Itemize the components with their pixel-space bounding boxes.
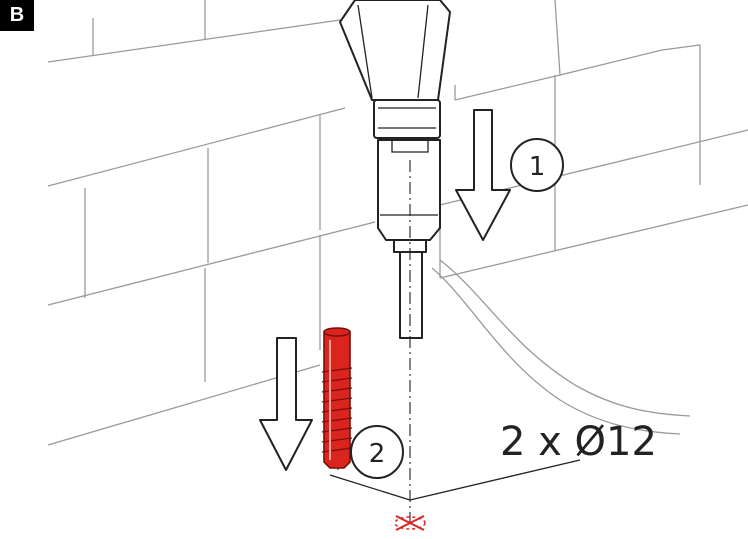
mortar-line: [454, 74, 561, 101]
hole-diameter-label: 2 x Ø12: [500, 419, 657, 465]
cable-edge: [431, 267, 681, 435]
step-number: 2: [369, 439, 386, 469]
callout-circle: [510, 138, 564, 192]
down-arrow-icon: [455, 109, 511, 241]
callout-circle: [350, 425, 404, 479]
spacing-line: [329, 474, 411, 501]
step-callout-1: 1: [510, 138, 564, 192]
drill-housing-edge: [357, 4, 429, 99]
wall-top-edge: [554, 0, 663, 76]
drill-icon: [339, 0, 451, 339]
hole-outline: [394, 516, 426, 530]
electrical-cable: [431, 259, 691, 435]
mortar-line: [47, 19, 341, 63]
hole-cross: [395, 515, 425, 531]
cable-edge: [439, 259, 691, 417]
drill-bit: [399, 251, 423, 339]
drill-housing: [339, 0, 451, 101]
step-number: 1: [529, 152, 546, 182]
mortar-line: [47, 364, 321, 446]
wall-corner: [661, 44, 701, 185]
mortar-line: [47, 221, 376, 306]
panel-label-badge: B: [0, 0, 34, 31]
dimension-leader: [409, 459, 581, 501]
plug-ribs: [321, 367, 353, 453]
drill-collar: [373, 99, 441, 139]
drill-chuck: [377, 139, 441, 241]
down-arrow-icon: [259, 337, 313, 471]
step-callout-2: 2: [350, 425, 404, 479]
mortar-line: [439, 204, 748, 279]
drill-hole-icon: [394, 515, 426, 531]
drill-chuck-detail: [391, 140, 429, 153]
wall-plug-icon: [321, 327, 353, 469]
plug-top: [323, 327, 351, 337]
mortar-line: [47, 107, 346, 187]
drill-collar-ring: [378, 107, 436, 129]
